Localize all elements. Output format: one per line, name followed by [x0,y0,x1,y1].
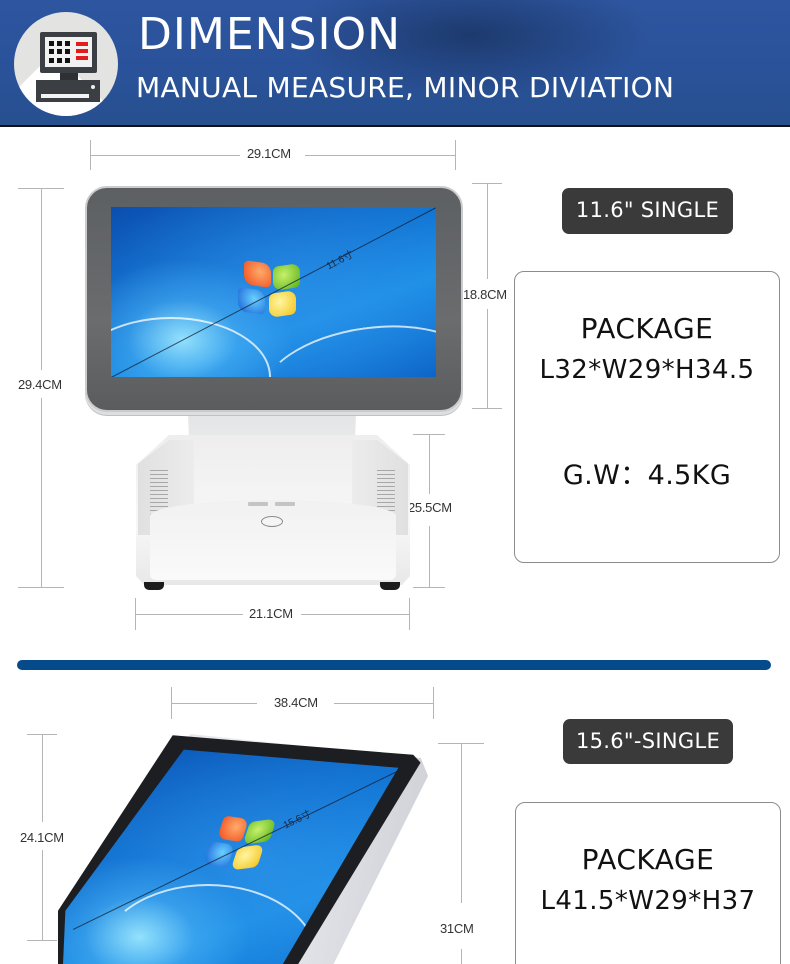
package-title: PACKAGE [581,843,715,876]
package-gross-weight: G.W：4.5KG [562,460,732,491]
power-button-icon [261,516,283,527]
dimension-base-height-11: 25.5CM [408,434,452,588]
screen-wallpaper: 11.6寸 [111,207,436,377]
dimension-total-height-11: 29.4CM [18,188,64,588]
package-info-15-6: PACKAGE L41.5*W29*H37 [515,802,781,964]
dimension-width-top-11: 29.1CM [90,140,456,170]
pos-device-15-6: 15.6寸 [58,734,438,964]
page-subtitle: MANUAL MEASURE, MINOR DIVIATION [136,71,675,104]
section-separator [17,660,771,670]
windows-logo-icon [201,815,277,871]
model-badge-11-6: 11.6" SINGLE [562,188,733,234]
dimension-base-width-11: 21.1CM [135,598,410,630]
package-info-11-6: PACKAGE L32*W29*H34.5 G.W：4.5KG [514,271,780,563]
package-title: PACKAGE [580,312,714,345]
page-title: DIMENSION [138,9,401,60]
package-size: L41.5*W29*H37 [540,886,756,916]
pos-terminal-icon [14,12,118,116]
windows-logo-icon [238,260,300,318]
dimension-width-top-15: 38.4CM [171,687,434,719]
dimension-screen-height-11: 18.8CM [463,183,507,409]
dimension-total-height-15: 31CM [438,743,484,964]
header-banner: DIMENSION MANUAL MEASURE, MINOR DIVIATIO… [0,0,790,127]
dimension-screen-height-15: 24.1CM [20,734,64,941]
package-size: L32*W29*H34.5 [539,355,755,385]
model-badge-15-6: 15.6"-SINGLE [563,719,733,764]
